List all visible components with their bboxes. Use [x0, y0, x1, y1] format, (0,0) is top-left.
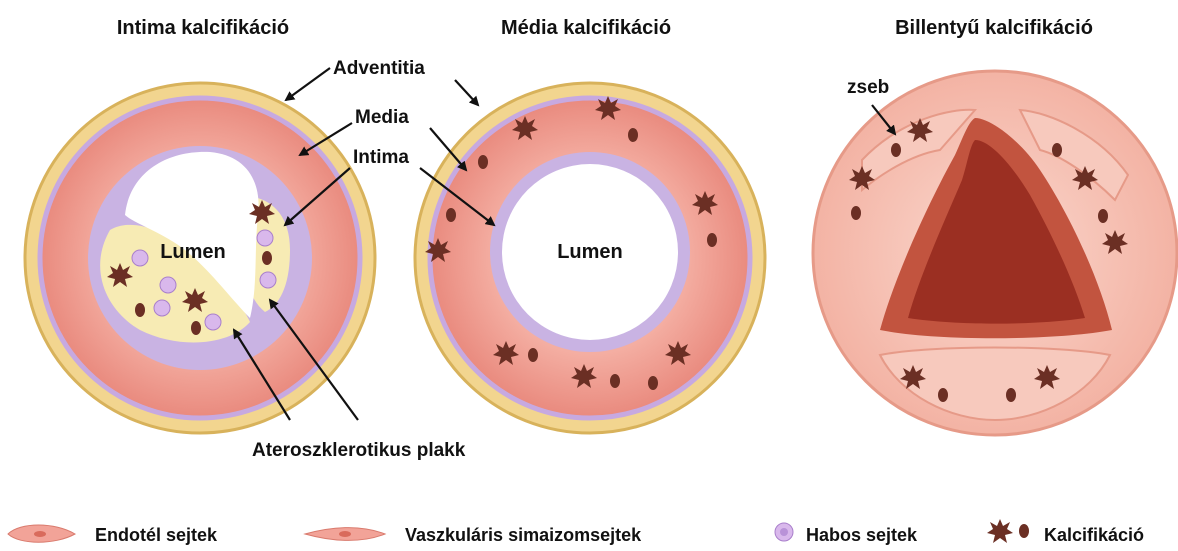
legend-calcification-label: Kalcifikáció	[1044, 525, 1144, 545]
legend-calcification: Kalcifikáció	[987, 519, 1144, 545]
calcification-dot-icon	[528, 348, 538, 362]
foam-cell	[260, 272, 276, 288]
adventitia-label: Adventitia	[333, 58, 425, 79]
calcification-dot-icon	[628, 128, 638, 142]
foam-cell	[205, 314, 221, 330]
calcification-dot-icon	[648, 376, 658, 390]
legend-vsmc-label: Vaszkuláris simaizomsejtek	[405, 525, 642, 545]
foam-cell	[154, 300, 170, 316]
calcification-dot-icon	[610, 374, 620, 388]
intima-vessel: Lumen	[25, 83, 375, 433]
foam-cell	[257, 230, 273, 246]
legend-vsmc: Vaszkuláris simaizomsejtek	[305, 525, 642, 545]
calcification-dot-icon	[891, 143, 901, 157]
valve-calcification-title: Billentyű kalcifikáció	[895, 17, 1093, 39]
calcification-dot-icon	[446, 208, 456, 222]
aortic-valve	[813, 71, 1177, 435]
smooth-muscle-nucleus-icon	[339, 531, 351, 537]
media-vessel: Lumen	[415, 83, 765, 433]
foam-cell	[160, 277, 176, 293]
calcification-dot-icon	[478, 155, 488, 169]
foam-cell	[132, 250, 148, 266]
calcification-dot-icon	[191, 321, 201, 335]
calcification-dot-icon	[1098, 209, 1108, 223]
legend-foam-label: Habos sejtek	[806, 525, 918, 545]
calcification-dot-icon	[262, 251, 272, 265]
legend-endothelial-label: Endotél sejtek	[95, 525, 218, 545]
calcification-dot-icon	[1006, 388, 1016, 402]
calcification-dot-icon	[1052, 143, 1062, 157]
calcification-dot-icon	[135, 303, 145, 317]
legend: Endotél sejtek Vaszkuláris simaizomsejte…	[8, 519, 1144, 545]
legend-endothelial: Endotél sejtek	[8, 525, 218, 545]
arrow-adventitia-left	[286, 68, 330, 100]
media-calcification-title: Média kalcifikáció	[501, 17, 671, 39]
lumen-label-media: Lumen	[557, 241, 623, 263]
legend-foam: Habos sejtek	[775, 523, 918, 545]
plaque-label: Ateroszklerotikus plakk	[252, 440, 466, 461]
calcification-dot-icon	[938, 388, 948, 402]
pocket-label: zseb	[847, 77, 889, 98]
calcification-dot-icon	[851, 206, 861, 220]
intima-label: Intima	[353, 147, 409, 168]
foam-cell-nucleus-icon	[780, 528, 788, 536]
intima-calcification-title: Intima kalcifikáció	[117, 17, 289, 39]
calcification-star-icon	[987, 519, 1013, 543]
media-label: Media	[355, 107, 409, 128]
calcification-dot-icon	[707, 233, 717, 247]
lumen-label-intima: Lumen	[160, 241, 226, 263]
calcification-dot-icon	[1019, 524, 1029, 538]
endothelial-nucleus-icon	[34, 531, 46, 537]
arrow-adventitia-right	[455, 80, 478, 105]
